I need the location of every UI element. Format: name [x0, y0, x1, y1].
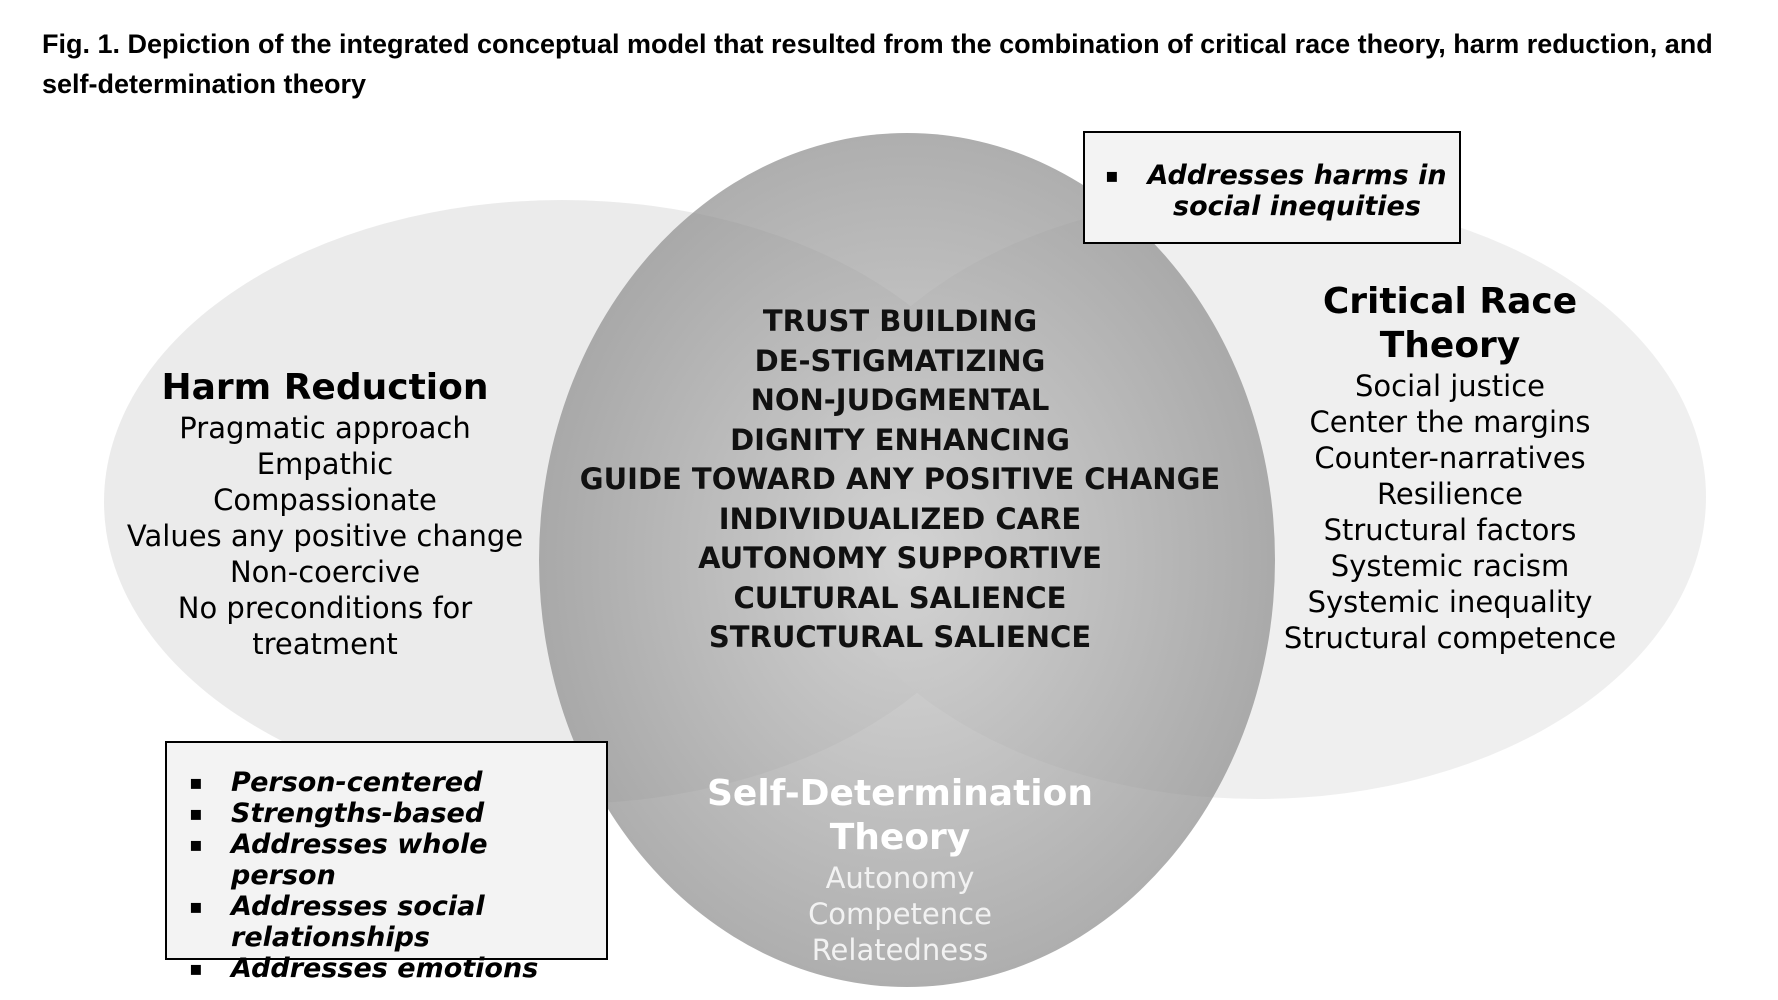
harm-reduction-item: Empathic	[256, 447, 394, 481]
crt-item: Counter-narratives	[1314, 441, 1586, 475]
callout-text-line2: social inequities	[1173, 191, 1421, 222]
concept-item: INDIVIDUALIZED CARE	[718, 501, 1082, 536]
bullet-icon: ▪	[189, 894, 203, 918]
figure-caption: Fig. 1. Depiction of the integrated conc…	[42, 29, 1713, 99]
crt-callout-box: ▪ Addresses harms in social inequities	[1083, 131, 1461, 244]
callout-item-text: Addresses emotions	[231, 953, 539, 984]
concept-item: GUIDE TOWARD ANY POSITIVE CHANGE	[579, 462, 1221, 496]
self-determination-circle	[539, 133, 1275, 987]
callout-item-text: Addresses social relationships	[231, 891, 485, 953]
callout-item: ▪ Strengths-based	[189, 798, 596, 829]
crt-item: Center the margins	[1309, 405, 1591, 439]
concept-item: STRUCTURAL SALIENCE	[708, 620, 1092, 654]
callout-item: ▪ Addresses whole person	[189, 829, 596, 891]
sdt-item: Relatedness	[811, 933, 989, 967]
crt-item: Systemic racism	[1330, 549, 1570, 583]
harm-reduction-callout-box: ▪ Person-centered ▪ Strengths-based ▪ Ad…	[165, 741, 608, 984]
concept-item: CULTURAL SALIENCE	[733, 580, 1067, 615]
critical-race-theory-title-line2: Theory	[1379, 325, 1521, 366]
concept-item: NON-JUDGMENTAL	[750, 383, 1050, 417]
bullet-icon: ▪	[189, 956, 203, 980]
crt-item: Structural factors	[1323, 513, 1577, 547]
critical-race-theory-title: Critical Race	[1322, 281, 1578, 322]
crt-item: Structural competence	[1283, 621, 1617, 655]
callout-item: ▪ Addresses emotions	[189, 953, 596, 984]
harm-reduction-title: Harm Reduction	[161, 367, 489, 408]
bullet-icon: ▪	[189, 832, 203, 856]
sdt-item: Competence	[808, 897, 992, 931]
callout-item: ▪ Person-centered	[189, 767, 596, 798]
callout-item: ▪ Addresses social relationships	[189, 891, 596, 953]
sdt-item: Autonomy	[825, 861, 975, 895]
harm-reduction-item: No preconditions for	[177, 591, 473, 625]
crt-item: Systemic inequality	[1307, 585, 1593, 619]
integrated-concepts-list: TRUST BUILDING DE-STIGMATIZING NON-JUDGM…	[540, 302, 1260, 658]
harm-reduction-item: Pragmatic approach	[179, 411, 471, 445]
concept-item: DIGNITY ENHANCING	[730, 422, 1070, 457]
concept-item: TRUST BUILDING	[762, 304, 1038, 338]
crt-item: Social justice	[1355, 369, 1545, 403]
concept-item: DE-STIGMATIZING	[754, 343, 1046, 378]
self-determination-title-line2: Theory	[829, 817, 971, 858]
callout-item-text: Addresses whole person	[231, 829, 488, 891]
crt-item: Resilience	[1377, 477, 1523, 511]
concept-item: AUTONOMY SUPPORTIVE	[698, 541, 1102, 575]
bullet-icon: ▪	[189, 801, 203, 825]
self-determination-title: Self-Determination	[706, 773, 1093, 814]
harm-reduction-item: Values any positive change	[126, 519, 524, 553]
callout-item-text: Strengths-based	[231, 798, 485, 829]
bullet-icon: ▪	[189, 770, 203, 794]
self-determination-block: Self-Determination Theory Autonomy Compe…	[680, 772, 1120, 968]
harm-reduction-item: Compassionate	[213, 483, 437, 517]
harm-reduction-item: treatment	[252, 627, 398, 661]
harm-reduction-block: Harm Reduction Pragmatic approach Empath…	[95, 366, 555, 662]
critical-race-theory-block: Critical Race Theory Social justice Cent…	[1260, 280, 1640, 656]
bullet-icon: ▪	[1105, 163, 1119, 187]
harm-reduction-item: Non-coercive	[229, 555, 421, 589]
callout-text-line1: Addresses harms in	[1147, 160, 1447, 191]
callout-item-text: Person-centered	[231, 767, 483, 798]
callout-item: ▪ Addresses harms in social inequities	[1105, 160, 1449, 222]
